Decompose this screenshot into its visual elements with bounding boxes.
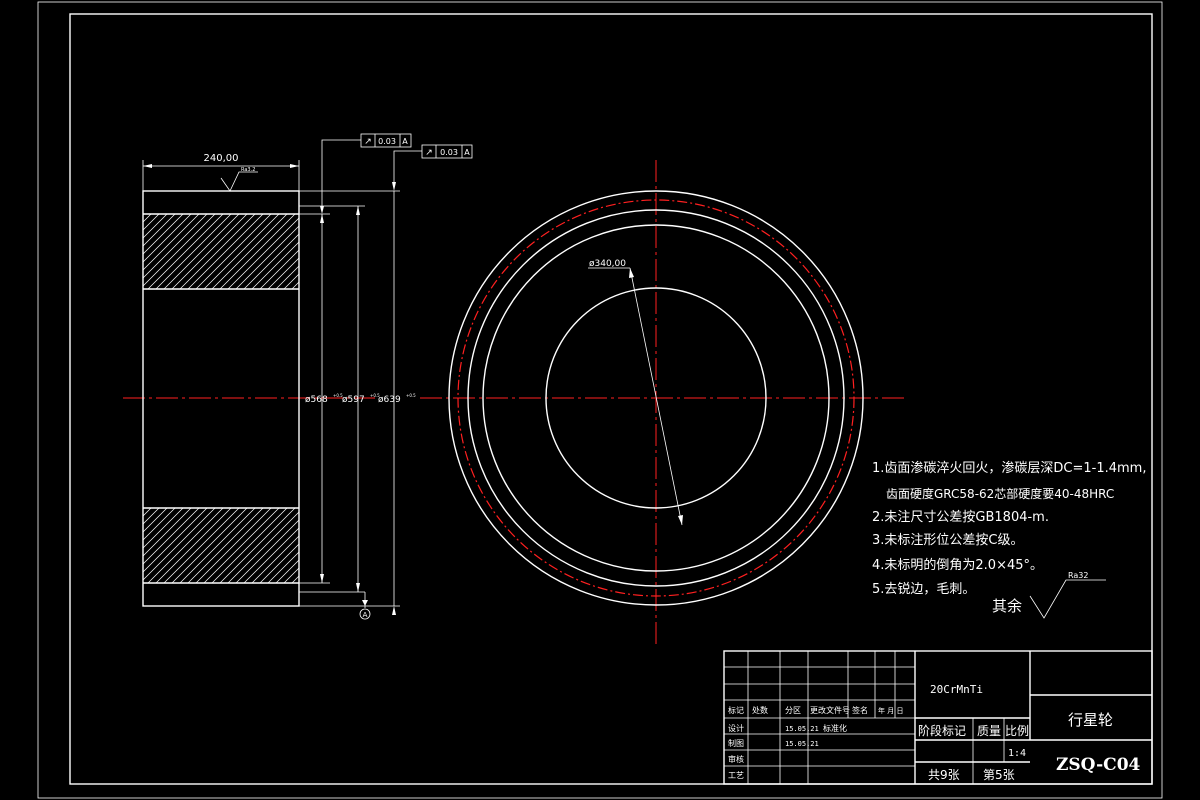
svg-text:15.05.21: 15.05.21 [785,725,819,733]
pitch-circle [457,199,855,597]
svg-text:A: A [402,137,408,146]
note-1: 1.齿面渗碳淬火回火，渗碳层深DC=1-1.4mm, [872,461,1146,476]
dim-d1-tol: +0.5 [333,393,343,398]
svg-text:比例: 比例 [1005,724,1029,738]
roughness-face-value: Ra3.2 [241,167,255,173]
outer-circle [448,190,864,606]
bore-dim-line [629,267,683,526]
hatch-bottom [143,508,299,583]
section-view: 240,00 Ra3.2 ø568 +0.5 ø597 +0.5 ø639 +0… [123,133,473,620]
outer-frame [37,1,1163,799]
dim-d3: ø639 [378,395,401,405]
svg-text:A: A [464,148,470,157]
dim-d1: ø568 [305,395,328,405]
sheet-number: 第5张 [983,768,1015,782]
bore-dimension: ø340,00 [589,259,626,269]
svg-text:0.03: 0.03 [440,148,458,157]
row-role-design: 设计 [728,723,744,733]
svg-text:阶段标记: 阶段标记 [918,723,966,738]
dim-d3-tol: +0.5 [406,393,416,398]
svg-text:0.03: 0.03 [378,137,396,146]
note-2: 2.未注尺寸公差按GB1804-m. [872,510,1049,525]
svg-text:标记: 标记 [728,705,744,715]
svg-text:15.05.21: 15.05.21 [785,740,819,748]
svg-text:Ra32: Ra32 [1068,571,1088,580]
note-3: 3.未标注形位公差按C级。 [872,533,1023,548]
title-block: 标记 处数 分区 更改文件号 签名 年 月 日 设计 15.05.21 标准化 … [723,650,1153,785]
svg-text:标准化: 标准化 [823,723,847,733]
dim-d2: ø597 [342,395,365,405]
drawing-number: ZSQ-C04 [1056,755,1141,775]
scale-value: 1:4 [1008,748,1026,759]
roughness-rest: 其余 Ra32 [992,571,1106,619]
row-role-process: 工艺 [728,771,744,780]
row-role-review: 审核 [728,754,744,764]
dim-d2-tol: +0.5 [370,393,380,398]
svg-text:质量: 质量 [977,724,1001,738]
inner-frame [69,13,1153,785]
tolerance-frame-2: ↗ 0.03 A [393,144,473,183]
part-name: 行星轮 [1068,711,1113,729]
front-view: ø340,00 [420,160,905,645]
datum-a-symbol: A [359,592,371,620]
svg-text:年 月 日: 年 月 日 [878,706,903,715]
roughness-symbol [220,171,258,192]
section-outline [142,190,300,607]
svg-text:↗: ↗ [425,148,433,158]
material: 20CrMnTi [930,683,983,696]
technical-notes: 1.齿面渗碳淬火回火，渗碳层深DC=1-1.4mm, 齿面硬度GRC58-62芯… [872,461,1146,597]
note-1b: 齿面硬度GRC58-62芯部硬度要40-48HRC [886,486,1114,501]
sheets-total: 共9张 [928,768,960,782]
svg-text:↗: ↗ [364,137,372,147]
width-dimension: 240,00 [204,153,239,164]
svg-text:其余: 其余 [992,597,1022,615]
inner-rim-circle [482,224,830,572]
svg-text:更改文件号: 更改文件号 [810,705,850,715]
svg-text:处数: 处数 [752,705,768,715]
row-role-draw: 制图 [728,738,744,748]
note-5: 5.去锐边，毛刺。 [872,582,975,597]
tolerance-frame-1: ↗ 0.03 A [320,133,412,214]
svg-text:签名: 签名 [852,705,868,715]
note-4: 4.未标明的倒角为2.0×45°。 [872,557,1043,573]
svg-text:A: A [363,611,368,619]
root-circle [467,209,845,587]
svg-text:分区: 分区 [785,706,801,715]
hatch-top [143,214,299,289]
bore-circle [545,287,767,509]
